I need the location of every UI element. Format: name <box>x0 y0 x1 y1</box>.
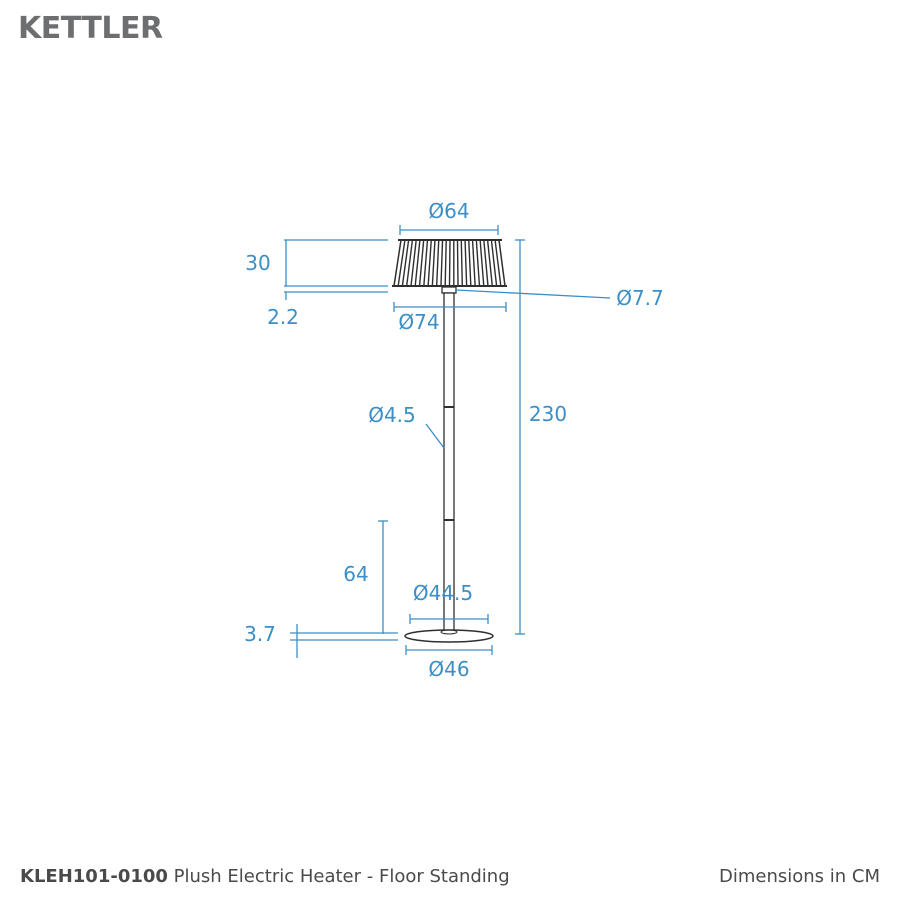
shade-rib <box>456 240 459 286</box>
dim-total-height: 230 <box>529 402 567 426</box>
shade-rib <box>427 240 432 286</box>
shade-rib <box>410 240 417 286</box>
shade-rib <box>448 240 451 286</box>
shade-rib <box>487 240 493 286</box>
product-code: KLEH101-0100 <box>20 866 168 887</box>
dim-shade-top-diameter: Ø64 <box>428 199 469 223</box>
shade-rib <box>460 240 463 286</box>
dim-lower-height: 64 <box>343 562 368 586</box>
dim-base-bottom-diameter: Ø46 <box>428 657 469 681</box>
shade-rib <box>444 240 447 286</box>
shade-rib <box>490 240 498 286</box>
shade-rib <box>483 240 489 286</box>
shade-rib <box>423 240 429 286</box>
dim-base-top-diameter: Ø44.5 <box>413 581 473 605</box>
units-note: Dimensions in CM <box>718 866 880 887</box>
shade-rib <box>401 240 410 286</box>
shade-rib <box>406 240 413 286</box>
heater-shade <box>392 239 507 287</box>
shade-rib <box>440 240 444 286</box>
dimension-lines <box>284 225 611 658</box>
dim-collar-diameter: Ø7.7 <box>616 286 664 310</box>
dim-base-height: 3.7 <box>244 622 276 646</box>
shade-rib <box>418 240 425 286</box>
shade-rib <box>414 240 421 286</box>
shade-rib <box>494 240 502 286</box>
kettler-logo: KETTLER <box>18 11 163 46</box>
shade-rib <box>475 240 481 286</box>
shade-rib <box>468 240 472 286</box>
shade-rib <box>464 240 468 286</box>
shade-rib <box>471 240 476 286</box>
product-caption: KLEH101-0100 Plush Electric Heater - Flo… <box>20 866 510 887</box>
shade-rib <box>431 240 436 286</box>
dim-shade-height: 30 <box>245 251 270 275</box>
product-name: Plush Electric Heater - Floor Standing <box>173 866 510 887</box>
heater-product <box>392 239 507 643</box>
dim-shade-bottom-offset: 2.2 <box>267 305 299 329</box>
heater-base <box>404 629 494 643</box>
shade-rib <box>436 240 440 286</box>
heater-collar <box>441 286 457 294</box>
dim-pole-diameter: Ø4.5 <box>368 403 416 427</box>
shade-rib <box>397 240 406 286</box>
shade-rib <box>479 240 485 286</box>
dim-shade-bottom-diameter: Ø74 <box>398 310 439 334</box>
